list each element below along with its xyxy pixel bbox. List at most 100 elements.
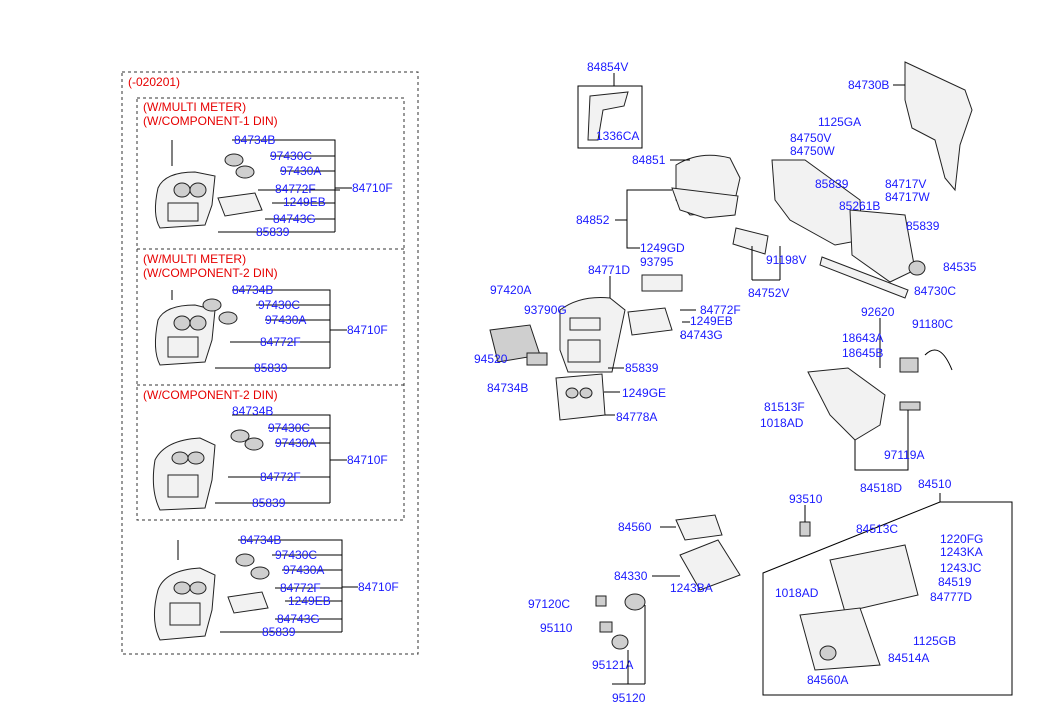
label-84851: 84851 [632,153,666,167]
cigar-lighter-parts [595,593,646,650]
g3-label-85839: 85839 [252,496,286,510]
label-85261B: 85261B [839,199,880,213]
center-fascia-drawing-2 [154,298,238,366]
label-84743G: 84743G [680,328,723,342]
g4-label-84710F: 84710F [358,580,399,594]
variant-1-line-1: (W/MULTI METER) [143,100,246,114]
g2-label-97430C: 97430C [258,298,300,312]
glovebox-84513C [829,544,919,613]
label-84854V: 84854V [587,60,628,74]
bracket-84330 [679,539,741,591]
g1-label-84710F: 84710F [352,181,393,195]
label-18645B: 18645B [842,346,883,360]
label-97119A: 97119A [884,448,924,462]
label-84752V: 84752V [748,286,789,300]
label-85839-right: 85839 [815,177,849,191]
label-84734B: 84734B [487,381,528,395]
label-84560A: 84560A [807,673,848,687]
label-1243KA: 1243KA [940,545,983,559]
label-1125GA: 1125GA [818,115,861,129]
label-84772F: 84772F [700,303,741,317]
label-84750V: 84750V [790,131,831,145]
bracket-84730B [904,61,973,192]
variant-inner-frame [136,97,405,521]
variant-2-line-1: (W/MULTI METER) [143,252,246,266]
label-91180C: 91180C [912,317,953,331]
cap-84535 [908,260,926,276]
bracket-84560 [675,514,723,541]
label-84777D: 84777D [930,590,972,604]
g3-label-84734B: 84734B [232,404,273,418]
g3-label-84772F: 84772F [260,470,301,484]
g3-label-84710F: 84710F [347,453,388,467]
g1-label-84743G: 84743G [273,212,316,226]
label-84730C: 84730C [914,284,956,298]
label-1220FG: 1220FG [940,532,983,546]
label-84852: 84852 [576,213,610,227]
g1-label-84772F: 84772F [275,182,316,196]
panel-84778A [555,373,606,421]
latch-84560A [819,645,837,661]
bracket-84854V [587,91,629,141]
wire-91180C [924,349,953,371]
clip-93510 [799,521,811,537]
g2-label-84772F: 84772F [260,335,301,349]
label-93795: 93795 [640,255,674,269]
label-93790G: 93790G [524,303,567,317]
label-84730B: 84730B [848,78,889,92]
label-92620: 92620 [861,305,895,319]
g1-label-85839: 85839 [256,225,290,239]
label-97120C: 97120C [528,597,570,611]
plate-93795 [641,274,683,292]
variant-period-label: (-020201) [128,75,180,89]
label-1243JC: 1243JC [940,561,982,575]
label-1249GD: 1249GD [640,241,685,255]
g2-label-84710F: 84710F [347,323,388,337]
label-1249GE: 1249GE [622,386,666,400]
box-84518D [807,367,886,441]
label-93510: 93510 [789,492,823,506]
grille-94520 [526,352,548,366]
g4-label-97430A: 97430A [283,563,324,577]
label-84514A: 84514A [888,651,929,665]
g1-label-84734B: 84734B [234,133,275,147]
panel-84750V [771,159,863,246]
label-95110: 95110 [540,621,573,635]
label-18643A: 18643A [842,331,883,345]
label-84778A: 84778A [616,410,657,424]
g4-label-84734B: 84734B [240,533,281,547]
g2-label-84734B: 84734B [232,283,273,297]
g2-label-85839: 85839 [254,361,288,375]
pad-91198V [732,227,769,255]
label-84513C: 84513C [856,522,898,536]
label-84771D: 84771D [588,263,630,277]
switch-92620 [899,357,919,373]
label-84717W: 84717W [885,190,930,204]
lid-84514A [799,607,881,671]
strip-97119A [899,401,921,411]
label-85839-right-2: 85839 [906,219,940,233]
g1-label-97430A: 97430A [280,164,321,178]
label-1243BA: 1243BA [670,581,713,595]
label-91198V: 91198V [766,253,806,267]
panel-84717V [849,209,916,283]
label-1125GB: 1125GB [913,634,956,648]
label-94520: 94520 [474,352,508,366]
g4-label-1249EB: 1249EB [288,594,331,608]
g3-label-97430A: 97430A [275,436,316,450]
label-1249EB: 1249EB [690,314,733,328]
label-1018AD-lower: 1018AD [775,586,819,600]
g4-label-84743G: 84743G [277,612,320,626]
center-fascia-drawing-1 [154,153,263,229]
label-85839: 85839 [625,361,659,375]
label-84717V: 84717V [885,177,926,191]
label-84750W: 84750W [790,144,835,158]
label-84519: 84519 [938,575,972,589]
center-fascia-drawing-4 [154,553,270,641]
label-1018AD: 1018AD [760,416,804,430]
g1-label-1249EB: 1249EB [283,195,326,209]
label-84518D: 84518D [860,481,902,495]
variant-panel-frame [121,71,419,655]
bracket-frame-84854V [577,85,643,149]
